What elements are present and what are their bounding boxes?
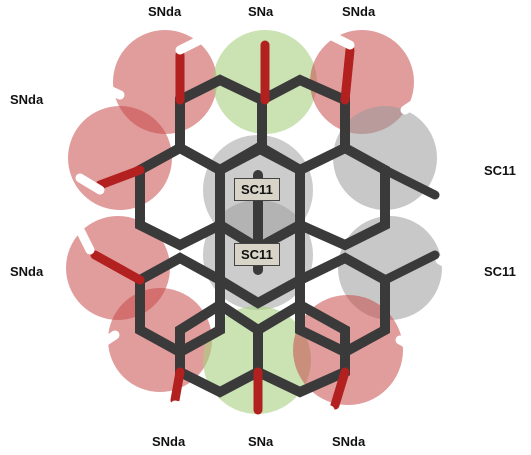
- bead-sc11-middle-right: [338, 216, 442, 320]
- label-middle-right: SC11: [484, 264, 516, 279]
- hydrogen-atoms: [75, 30, 460, 417]
- label-bottom-center: SNa: [248, 434, 274, 449]
- label-top-right: SNda: [342, 4, 376, 19]
- label-upper-left: SNda: [10, 92, 44, 107]
- label-upper-right: SC11: [484, 163, 516, 178]
- bonds: [135, 74, 390, 398]
- label-top-center: SNa: [248, 4, 274, 19]
- label-top-left: SNda: [148, 4, 182, 19]
- oxygen-atoms: [90, 40, 355, 415]
- bead-snda-top-left: [113, 30, 217, 134]
- label-bottom-left: SNda: [152, 434, 186, 449]
- methyl-groups: [380, 165, 440, 285]
- label-center-upper: SC11: [234, 178, 280, 201]
- label-middle-left: SNda: [10, 264, 44, 279]
- label-center-lower: SC11: [234, 243, 280, 266]
- label-bottom-right: SNda: [332, 434, 366, 449]
